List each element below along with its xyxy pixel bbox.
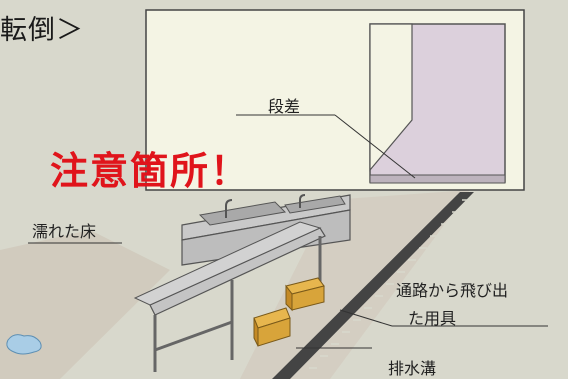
sink-basin-left: [198, 201, 287, 226]
box-right: [285, 277, 325, 312]
doorway-frame: [369, 23, 413, 172]
warning-heading: 注意箇所！: [50, 149, 251, 193]
table-legs: [153, 236, 322, 372]
step-label: 段差: [268, 97, 301, 116]
protruding-items-label-line1: 通路から飛び出: [396, 281, 509, 300]
protruding-items-label-line2: た用具: [408, 309, 457, 328]
diagram-title: 転倒＞: [0, 15, 84, 46]
drain-channel: [272, 192, 474, 379]
wet-patch: [6, 334, 42, 355]
step-leader-diag: [334, 114, 416, 179]
protruding-leader: [339, 309, 393, 327]
sink-basin-right: [284, 195, 346, 214]
floor-highlight: [0, 230, 170, 379]
box-left: [253, 307, 291, 347]
drain-grate: [309, 199, 470, 369]
wet-floor-label: 濡れた床: [32, 222, 97, 241]
table-top-surface: [133, 221, 322, 306]
floor-highlight-right: [240, 190, 470, 379]
step-edge: [369, 174, 506, 184]
drain-label: 排水溝: [388, 359, 437, 378]
faucet-left: [225, 199, 233, 218]
faucet-right: [299, 194, 306, 208]
